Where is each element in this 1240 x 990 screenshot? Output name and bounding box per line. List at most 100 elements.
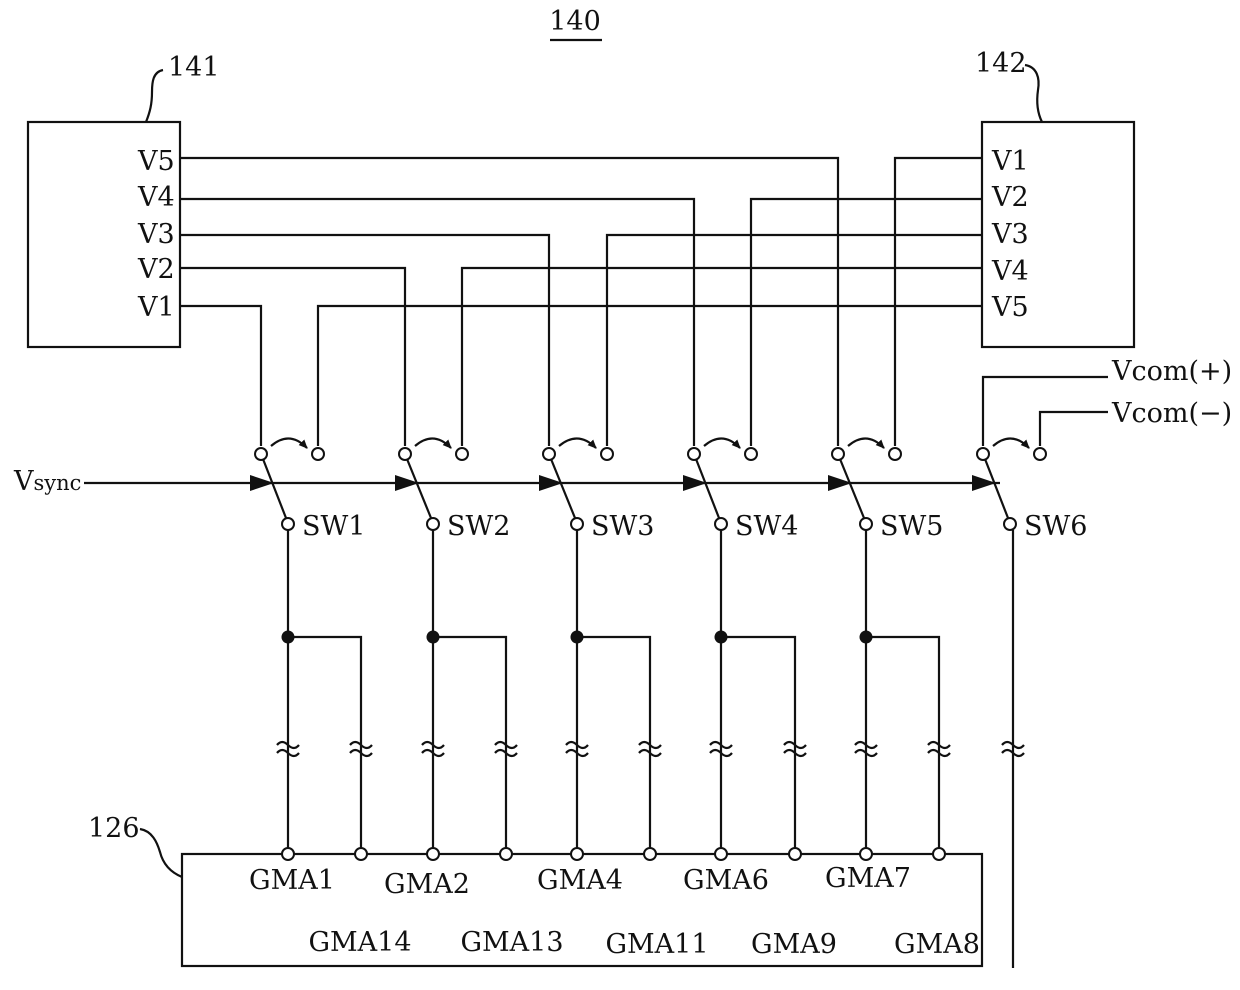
gamma-label: GMA4: [537, 865, 623, 896]
gamma-label: GMA8: [894, 929, 980, 960]
switch-blade: [407, 459, 431, 518]
wire-right-v3: [607, 235, 982, 446]
gamma-block-ref: 126: [88, 813, 140, 844]
left-pin-label: V3: [137, 219, 175, 250]
switch-label: SW3: [591, 511, 654, 542]
junction-dot: [715, 631, 728, 644]
gamma-terminal: [355, 848, 367, 860]
wire-left-v5: [180, 158, 838, 446]
switch-contact-left: [255, 448, 267, 460]
switch-throw-arrow: [559, 438, 596, 448]
gamma-label: GMA6: [683, 865, 769, 896]
right-block-pins: V1 V2 V3 V4 V5: [991, 146, 1029, 323]
switch-common-terminal: [715, 518, 727, 530]
wire-vcom-minus: [1040, 412, 1108, 446]
gamma-block-leader: [140, 829, 182, 877]
vsync-label: Vsync: [13, 466, 81, 497]
right-pin-label: V4: [991, 256, 1029, 287]
wire-right-v1: [895, 158, 982, 446]
switch-blade: [551, 459, 575, 518]
switch-label: SW2: [447, 511, 510, 542]
switch-contact-left: [977, 448, 989, 460]
switch-label: SW5: [880, 511, 943, 542]
switch: SW1: [255, 438, 365, 542]
gamma-label: GMA1: [249, 865, 335, 896]
right-block-ref: 142: [975, 48, 1027, 79]
gamma-label: GMA11: [605, 929, 708, 960]
switch-contact-right: [889, 448, 901, 460]
gamma-terminal: [500, 848, 512, 860]
gamma-branch-wire: [433, 637, 506, 848]
switch-common-terminal: [427, 518, 439, 530]
gamma-label: GMA14: [308, 927, 411, 958]
switch-blade: [985, 459, 1008, 518]
wire-left-v1: [180, 306, 261, 446]
wire-right-v5: [318, 306, 982, 446]
gamma-label: GMA2: [384, 869, 470, 900]
switch-contact-right: [1034, 448, 1046, 460]
vcom-minus-label: Vcom(−): [1111, 398, 1232, 429]
switch-contact-left: [832, 448, 844, 460]
switch-blade: [840, 459, 864, 518]
left-block-leader: [146, 70, 163, 122]
right-voltage-wires: [318, 158, 982, 446]
switch-contact-right: [312, 448, 324, 460]
gamma-terminal: [282, 848, 294, 860]
switch-throw-arrow: [271, 438, 307, 448]
switch: SW5: [832, 438, 943, 542]
switch: SW3: [543, 438, 654, 542]
gamma-terminal: [860, 848, 872, 860]
switch-label: SW4: [735, 511, 798, 542]
right-pin-label: V2: [991, 182, 1029, 213]
wire-right-v4: [462, 268, 982, 446]
right-block-leader: [1025, 65, 1042, 122]
switch: SW6: [977, 438, 1087, 542]
switch-blade: [696, 459, 719, 518]
gamma-terminal: [427, 848, 439, 860]
gamma-terminal: [715, 848, 727, 860]
figure-label: 140: [549, 6, 601, 37]
switch-common-terminal: [1004, 518, 1016, 530]
gamma-terminal: [571, 848, 583, 860]
gamma-branch-wire: [866, 637, 939, 848]
switch-blade: [263, 459, 286, 518]
gamma-branch-wire: [721, 637, 795, 848]
gamma-terminal: [789, 848, 801, 860]
wire-left-v2: [180, 268, 405, 446]
switch-contact-left: [543, 448, 555, 460]
left-pin-label: V5: [137, 146, 175, 177]
right-pin-label: V5: [991, 292, 1029, 323]
gamma-label: GMA13: [460, 927, 563, 958]
right-pin-label: V1: [991, 146, 1029, 177]
gamma-label: GMA7: [825, 863, 911, 894]
switch-contact-right: [601, 448, 613, 460]
switch-contact-right: [456, 448, 468, 460]
switch-throw-arrow: [415, 438, 451, 448]
left-block-pins: V5 V4 V3 V2 V1: [137, 146, 175, 323]
switch: SW2: [399, 438, 510, 542]
left-block-ref: 141: [168, 52, 220, 83]
switch-contact-left: [688, 448, 700, 460]
junction-dot: [860, 631, 873, 644]
switch-common-terminal: [860, 518, 872, 530]
switch-contact-left: [399, 448, 411, 460]
gamma-branch-wire: [288, 637, 361, 848]
left-pin-label: V4: [137, 182, 175, 213]
switch-label: SW1: [302, 511, 365, 542]
wire-left-v3: [180, 235, 549, 446]
switch-common-terminal: [282, 518, 294, 530]
left-pin-label: V2: [137, 254, 175, 285]
switch-throw-arrow: [704, 438, 740, 448]
switch-contact-right: [745, 448, 757, 460]
junction-dot: [282, 631, 295, 644]
gamma-terminal: [644, 848, 656, 860]
gamma-branch-wire: [577, 637, 650, 848]
switch-throw-arrow: [993, 438, 1029, 448]
vcom-plus-label: Vcom(+): [1111, 356, 1232, 387]
switch-group: SW1 SW2 SW3 SW4 SW5 SW6: [255, 438, 1087, 542]
left-voltage-wires: [180, 158, 838, 446]
switch-common-terminal: [571, 518, 583, 530]
gamma-terminal: [933, 848, 945, 860]
switch: SW4: [688, 438, 798, 542]
